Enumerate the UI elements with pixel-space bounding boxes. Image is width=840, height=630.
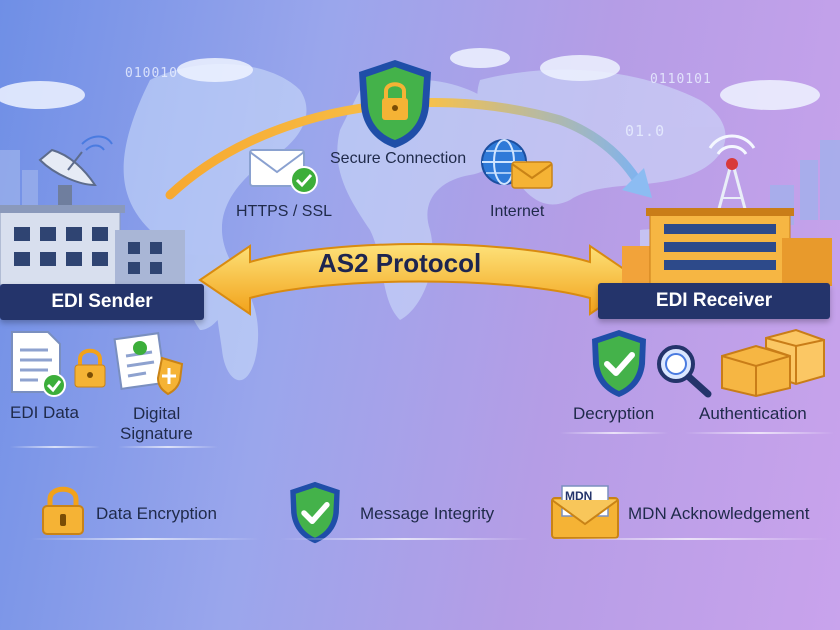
- mdn-acknowledgement-label: MDN Acknowledgement: [628, 504, 810, 523]
- edi-data-lock-icon: [74, 348, 106, 388]
- authentication-label: Authentication: [699, 404, 807, 423]
- edi-sender-label: EDI Sender: [0, 284, 204, 320]
- as2-protocol-label: AS2 Protocol: [318, 248, 482, 278]
- binary-decoration-right-2: 01.0: [625, 122, 666, 140]
- divider: [10, 446, 100, 448]
- decryption-label: Decryption: [573, 404, 655, 423]
- decryption-shield-icon: [592, 330, 646, 397]
- divider: [30, 538, 260, 540]
- packages-icon: [721, 328, 825, 398]
- data-encryption-lock-icon: [42, 486, 84, 535]
- internet-globe-icon: [481, 139, 553, 189]
- message-integrity-shield-icon: [290, 481, 340, 544]
- secure-connection-label: Secure Connection: [330, 150, 467, 167]
- binary-decoration-left: 010010: [125, 66, 178, 81]
- divider: [118, 446, 218, 448]
- divider: [560, 432, 668, 434]
- digital-signature-label-line1: Digital: [133, 404, 181, 423]
- edi-data-label: EDI Data: [10, 403, 79, 422]
- https-ssl-label: HTTPS / SSL: [236, 203, 333, 220]
- digital-signature-label-line2: Signature: [120, 424, 193, 443]
- mdn-tag: MDN: [565, 489, 593, 503]
- divider: [684, 432, 834, 434]
- magnifier-icon: [657, 345, 712, 398]
- internet-label: Internet: [490, 203, 545, 220]
- digital-signature-icon: [113, 332, 184, 396]
- divider: [548, 538, 828, 540]
- edi-receiver-label: EDI Receiver: [598, 283, 830, 319]
- divider: [280, 538, 530, 540]
- binary-decoration-right: 0110101: [650, 72, 712, 87]
- mdn-envelope-icon: MDN: [550, 484, 622, 540]
- edi-receiver-building-icon: [622, 134, 832, 286]
- edi-sender-building-icon: [0, 135, 185, 285]
- secure-shield-icon: [359, 60, 431, 148]
- edi-data-document-icon: [11, 331, 66, 397]
- message-integrity-label: Message Integrity: [360, 504, 495, 523]
- data-encryption-label: Data Encryption: [96, 504, 217, 523]
- email-check-icon: [249, 149, 318, 194]
